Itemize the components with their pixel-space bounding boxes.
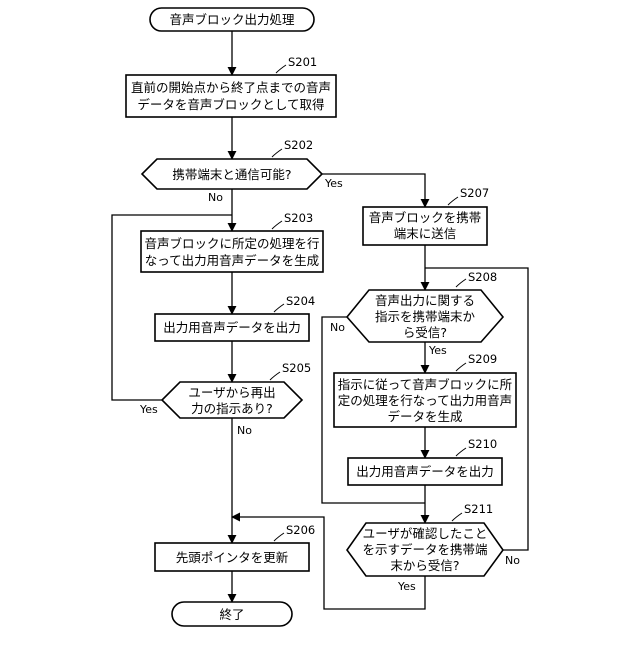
- step-s209: 指示に従って音声ブロックに所 定の処理を行なって出力用音声 データを生成: [334, 373, 516, 427]
- decision-s208-line1: 音声出力に関する: [375, 293, 475, 308]
- tag-leader-s201: [276, 65, 286, 73]
- label-s205-yes: Yes: [139, 403, 158, 416]
- step-s207-line2: 端末に送信: [394, 226, 457, 241]
- tag-leader-s203: [272, 221, 282, 229]
- start-node: 音声ブロック出力処理: [150, 8, 314, 31]
- tag-leader-s206: [274, 533, 284, 541]
- tag-s205: S205: [282, 361, 311, 375]
- step-s209-line1: 指示に従って音声ブロックに所: [338, 377, 512, 392]
- decision-s202-label: 携帯端末と通信可能?: [172, 167, 291, 182]
- decision-s205: ユーザから再出 力の指示あり?: [162, 382, 302, 418]
- tag-s210: S210: [468, 437, 497, 451]
- tag-s204: S204: [286, 294, 315, 308]
- tag-s207: S207: [460, 186, 489, 200]
- step-s201: 直前の開始点から終了点までの音声 データを音声ブロックとして取得: [126, 75, 336, 117]
- tag-leader-s202: [272, 149, 282, 157]
- decision-s211-line1: ユーザが確認したこと: [363, 526, 488, 541]
- tag-leader-s208: [456, 279, 466, 287]
- start-node-label: 音声ブロック出力処理: [169, 12, 295, 27]
- decision-s202: 携帯端末と通信可能?: [142, 159, 322, 189]
- tag-leader-s205: [270, 372, 280, 380]
- step-s203-line2: なって出力用音声データを生成: [145, 253, 319, 268]
- tag-s211: S211: [464, 502, 493, 516]
- step-s210: 出力用音声データを出力: [348, 458, 502, 485]
- decision-s205-line2: 力の指示あり?: [191, 401, 273, 416]
- decision-s205-line1: ユーザから再出: [188, 385, 275, 400]
- label-s202-no: No: [208, 191, 223, 204]
- label-s202-yes: Yes: [324, 177, 343, 190]
- decision-s211-line2: を示すデータを携帯端: [362, 542, 487, 557]
- step-s201-line2: データを音声ブロックとして取得: [137, 97, 324, 112]
- step-s207: 音声ブロックを携帯 端末に送信: [363, 207, 487, 245]
- decision-s211-line3: 末から受信?: [390, 558, 459, 573]
- tag-leader-s209: [456, 363, 466, 371]
- step-s209-line2: 定の処理を行なって出力用音声: [338, 393, 512, 408]
- decision-s211: ユーザが確認したこと を示すデータを携帯端 末から受信?: [347, 523, 503, 576]
- step-s204-label: 出力用音声データを出力: [163, 320, 301, 335]
- step-s210-label: 出力用音声データを出力: [356, 464, 494, 479]
- tag-leader-s204: [274, 304, 284, 312]
- label-s208-no: No: [330, 321, 345, 334]
- tag-s203: S203: [284, 211, 313, 225]
- decision-s208-line2: 指示を携帯端末か: [375, 309, 476, 324]
- label-s211-no: No: [505, 554, 520, 567]
- step-s204: 出力用音声データを出力: [155, 314, 309, 341]
- tag-leader-s207: [448, 197, 458, 205]
- end-node: 終了: [172, 602, 292, 626]
- label-s208-yes: Yes: [428, 344, 447, 357]
- step-s203: 音声ブロックに所定の処理を行 なって出力用音声データを生成: [141, 231, 323, 272]
- decision-s208: 音声出力に関する 指示を携帯端末か ら受信?: [347, 290, 503, 342]
- step-s206: 先頭ポインタを更新: [155, 543, 309, 571]
- tag-s201: S201: [288, 55, 317, 69]
- step-s207-line1: 音声ブロックを携帯: [369, 210, 482, 225]
- step-s206-label: 先頭ポインタを更新: [176, 550, 289, 565]
- end-node-label: 終了: [219, 607, 244, 622]
- tag-s206: S206: [286, 523, 315, 537]
- label-s211-yes: Yes: [397, 580, 416, 593]
- step-s209-line3: データを生成: [387, 409, 462, 424]
- decision-s208-line3: ら受信?: [403, 325, 447, 340]
- tag-s209: S209: [468, 352, 497, 366]
- tag-leader-s211: [452, 513, 462, 521]
- step-s203-line1: 音声ブロックに所定の処理を行: [144, 236, 319, 251]
- tag-leader-s210: [456, 448, 466, 456]
- tag-s208: S208: [468, 270, 497, 284]
- tag-s202: S202: [284, 138, 313, 152]
- step-s201-line1: 直前の開始点から終了点までの音声: [131, 80, 331, 95]
- label-s205-no: No: [237, 424, 252, 437]
